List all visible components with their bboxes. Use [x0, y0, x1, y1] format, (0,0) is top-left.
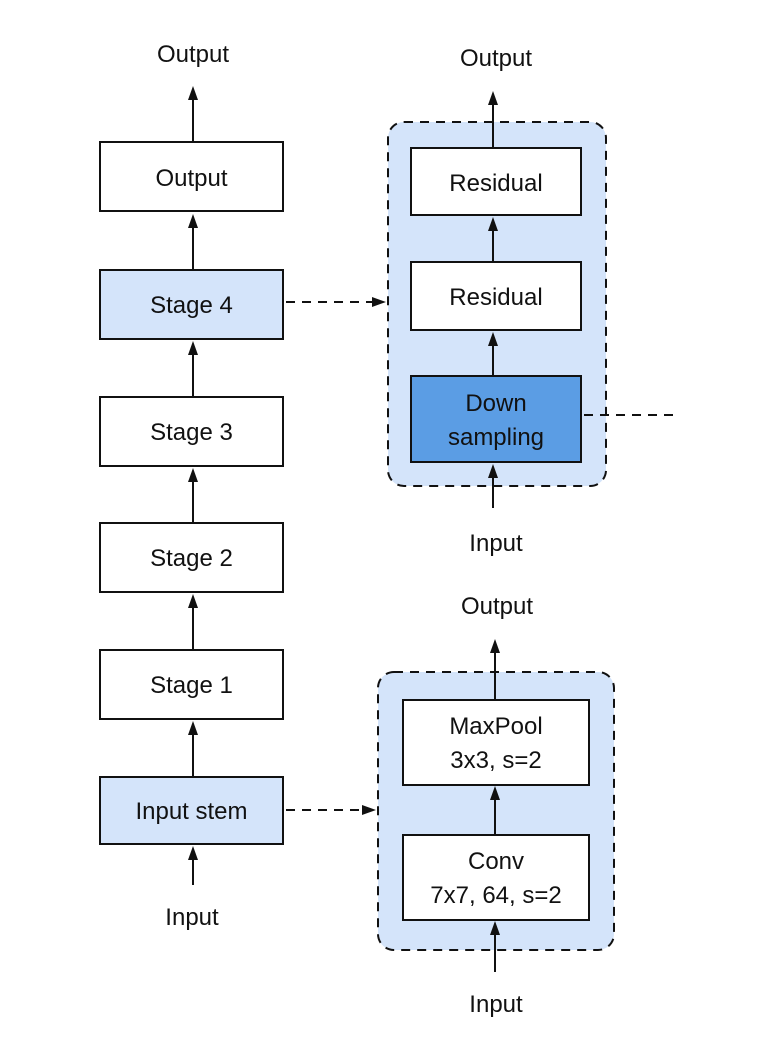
main-block-input-stem — [99, 776, 284, 845]
main-column: Output Output Stage 4 Stage 3 Stage 2 St… — [99, 41, 284, 931]
stem-detail-conv — [402, 834, 590, 921]
stage-detail-down-sampling — [410, 375, 582, 463]
main-block-output — [99, 141, 284, 212]
stage-detail-arrowhead-output — [488, 91, 498, 105]
main-block-stage-2 — [99, 522, 284, 593]
main-block-stage-1 — [99, 649, 284, 720]
main-block-input-stem-label: Input stem — [135, 798, 247, 825]
stage-detail-down-sampling-line2: sampling — [448, 424, 544, 451]
main-block-stage-3-label: Stage 3 — [150, 419, 233, 446]
stem-detail-arrowhead-input — [490, 921, 500, 935]
stage-detail-arrowhead-input — [488, 464, 498, 478]
main-arrowhead-stage4-output — [188, 214, 198, 228]
stem-detail-connector-arrowhead — [362, 805, 376, 815]
main-input-label: Input — [165, 904, 219, 931]
stage-detail-input-label: Input — [469, 530, 523, 557]
stem-detail-conv-line1: Conv — [468, 848, 524, 875]
stem-detail-output-label: Output — [461, 593, 533, 620]
main-block-stage-2-label: Stage 2 — [150, 545, 233, 572]
stage-detail-down-sampling-line1: Down — [465, 390, 526, 417]
stage-detail-arrowhead-residual-residual — [488, 217, 498, 231]
stem-detail-arrowhead-output — [490, 639, 500, 653]
stem-detail-arrowhead-conv-maxpool — [490, 786, 500, 800]
stem-detail-maxpool-line2: 3x3, s=2 — [450, 747, 541, 774]
main-block-stage-3 — [99, 396, 284, 467]
main-arrowhead-stage1-stage2 — [188, 594, 198, 608]
stage-detail-residual-bottom-label: Residual — [449, 284, 542, 311]
stem-detail-maxpool — [402, 699, 590, 786]
stem-detail: Output MaxPool 3x3, s=2 Conv 7x7, 64, s=… — [377, 593, 615, 1018]
stage-detail-residual-bottom — [410, 261, 582, 331]
stem-detail-conv-line2: 7x7, 64, s=2 — [430, 882, 561, 909]
main-arrowhead-output-top — [188, 86, 198, 100]
stage-detail-residual-top — [410, 147, 582, 216]
stage-detail-arrowhead-down-residual — [488, 332, 498, 346]
main-arrowhead-stem-stage1 — [188, 721, 198, 735]
main-block-stage-4-label: Stage 4 — [150, 292, 233, 319]
stage-detail-residual-top-label: Residual — [449, 170, 542, 197]
stem-detail-input-label: Input — [469, 991, 523, 1018]
stage-detail-output-label: Output — [460, 45, 532, 72]
stage-detail: Output Residual Residual Down sampling I… — [387, 45, 678, 557]
stage4-detail-connector-arrowhead — [372, 297, 386, 307]
main-arrowhead-stage2-stage3 — [188, 468, 198, 482]
main-output-label: Output — [157, 41, 229, 68]
main-arrowhead-input-stem — [188, 846, 198, 860]
main-arrowhead-stage3-stage4 — [188, 341, 198, 355]
stem-detail-maxpool-line1: MaxPool — [449, 713, 542, 740]
main-block-stage-4 — [99, 269, 284, 340]
main-block-stage-1-label: Stage 1 — [150, 672, 233, 699]
main-block-output-label: Output — [155, 165, 227, 192]
